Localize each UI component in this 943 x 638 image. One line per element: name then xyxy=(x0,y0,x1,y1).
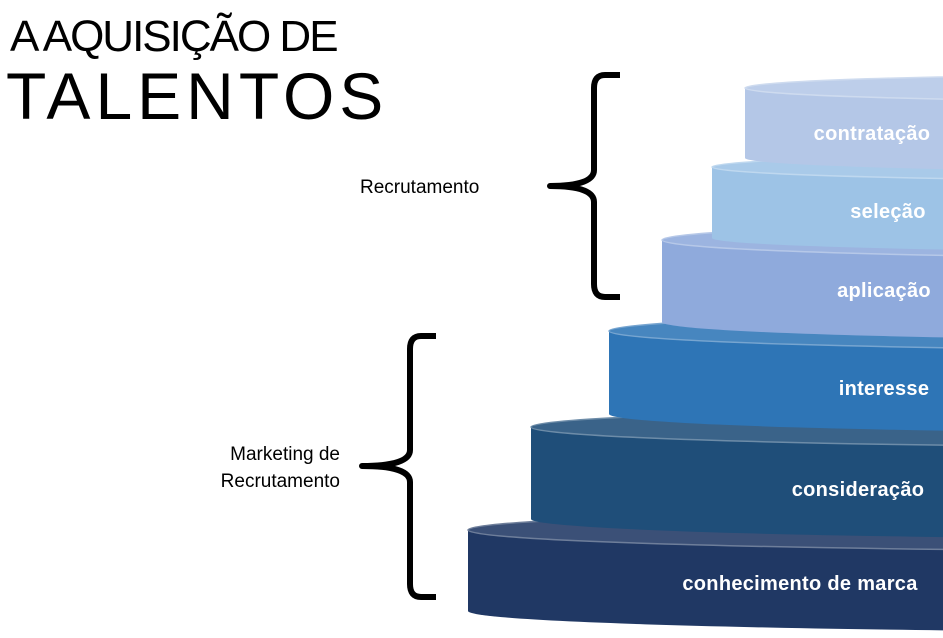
brace-marketing xyxy=(359,333,436,600)
title-line-1: A AQUISIÇÃO DE xyxy=(10,12,339,61)
tier-2-label: seleção xyxy=(850,201,926,223)
group-label-marketing-line1: Marketing de xyxy=(230,444,340,465)
group-label-marketing-line2: Recrutamento xyxy=(220,471,340,492)
tier-1-label: contratação xyxy=(814,123,931,145)
tier-6-body xyxy=(468,530,943,631)
tier-1: contratação xyxy=(744,76,943,170)
group-label-recrutamento-text: Recrutamento xyxy=(360,177,480,198)
tier-6-label: conhecimento de marca xyxy=(682,573,918,595)
tier-3-body xyxy=(662,240,943,338)
group-label-recrutamento: Recrutamento xyxy=(360,174,479,201)
tier-1-top xyxy=(744,76,943,100)
tier-4-label: interesse xyxy=(839,378,930,400)
brace-recrutamento xyxy=(547,72,620,300)
tier-2-body xyxy=(712,167,943,250)
tier-1-body xyxy=(745,88,943,170)
group-label-marketing: Marketing de Recrutamento xyxy=(221,441,340,495)
tier-5-label: consideração xyxy=(792,479,925,501)
title-line-2: TALENTOS xyxy=(6,59,389,133)
tier-3-label: aplicação xyxy=(837,280,931,302)
tiers-layer: conhecimento de marca consideração interes… xyxy=(467,76,943,631)
tier-4-body xyxy=(609,331,943,431)
tier-5-body xyxy=(531,427,943,538)
